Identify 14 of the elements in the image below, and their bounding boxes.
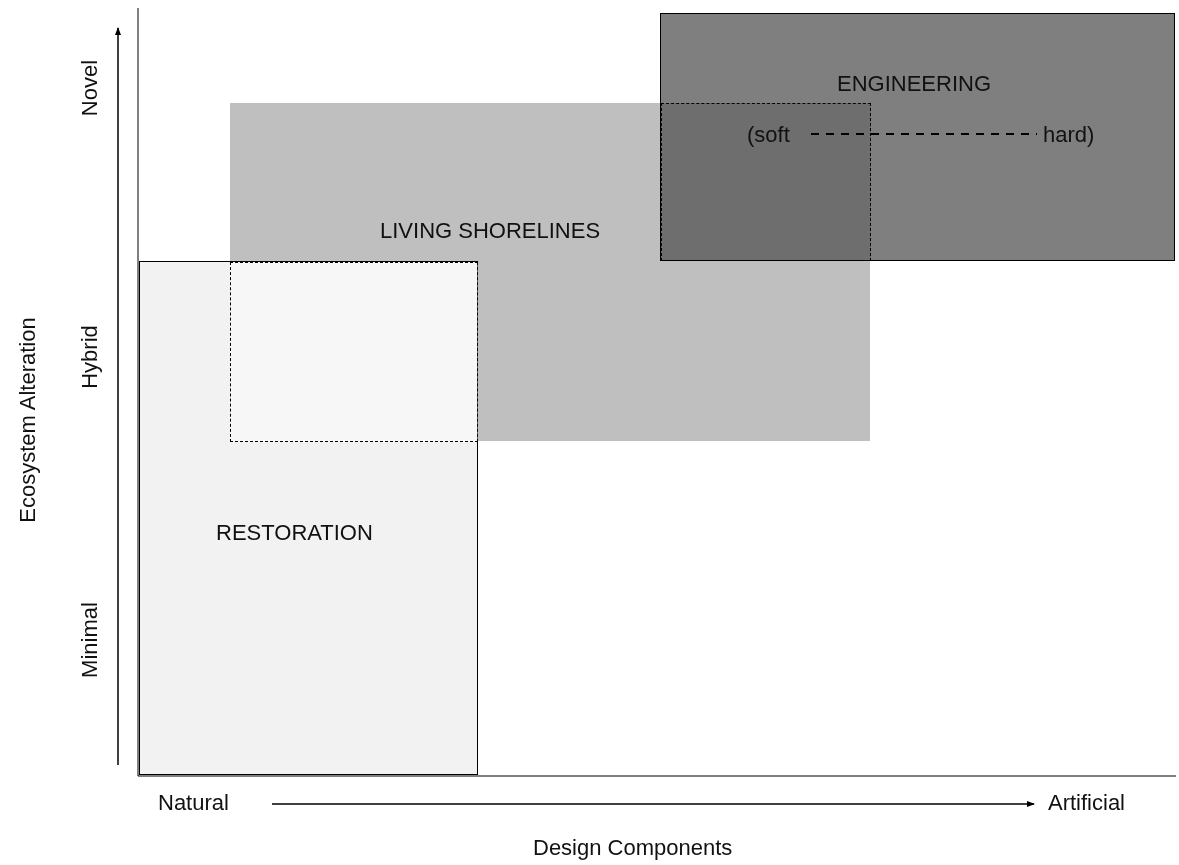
axis-tick-label: Hybrid bbox=[77, 325, 103, 389]
engineering-region bbox=[660, 13, 1175, 261]
restoration-region bbox=[139, 261, 478, 775]
axis-tick-label: Natural bbox=[158, 790, 229, 816]
axis-tick-label: Novel bbox=[77, 59, 103, 117]
axis-tick-label: Minimal bbox=[77, 602, 103, 678]
region-label: RESTORATION bbox=[216, 520, 373, 546]
scale-end-label: (soft bbox=[747, 122, 790, 148]
axis-title: Design Components bbox=[533, 835, 733, 861]
axis-tick-label: Artificial bbox=[1048, 790, 1125, 816]
region-label: ENGINEERING bbox=[837, 71, 992, 97]
axis-title: Ecosystem Alteration bbox=[15, 317, 41, 523]
region-label: LIVING SHORELINES bbox=[380, 218, 601, 244]
scale-end-label: hard) bbox=[1043, 122, 1095, 148]
